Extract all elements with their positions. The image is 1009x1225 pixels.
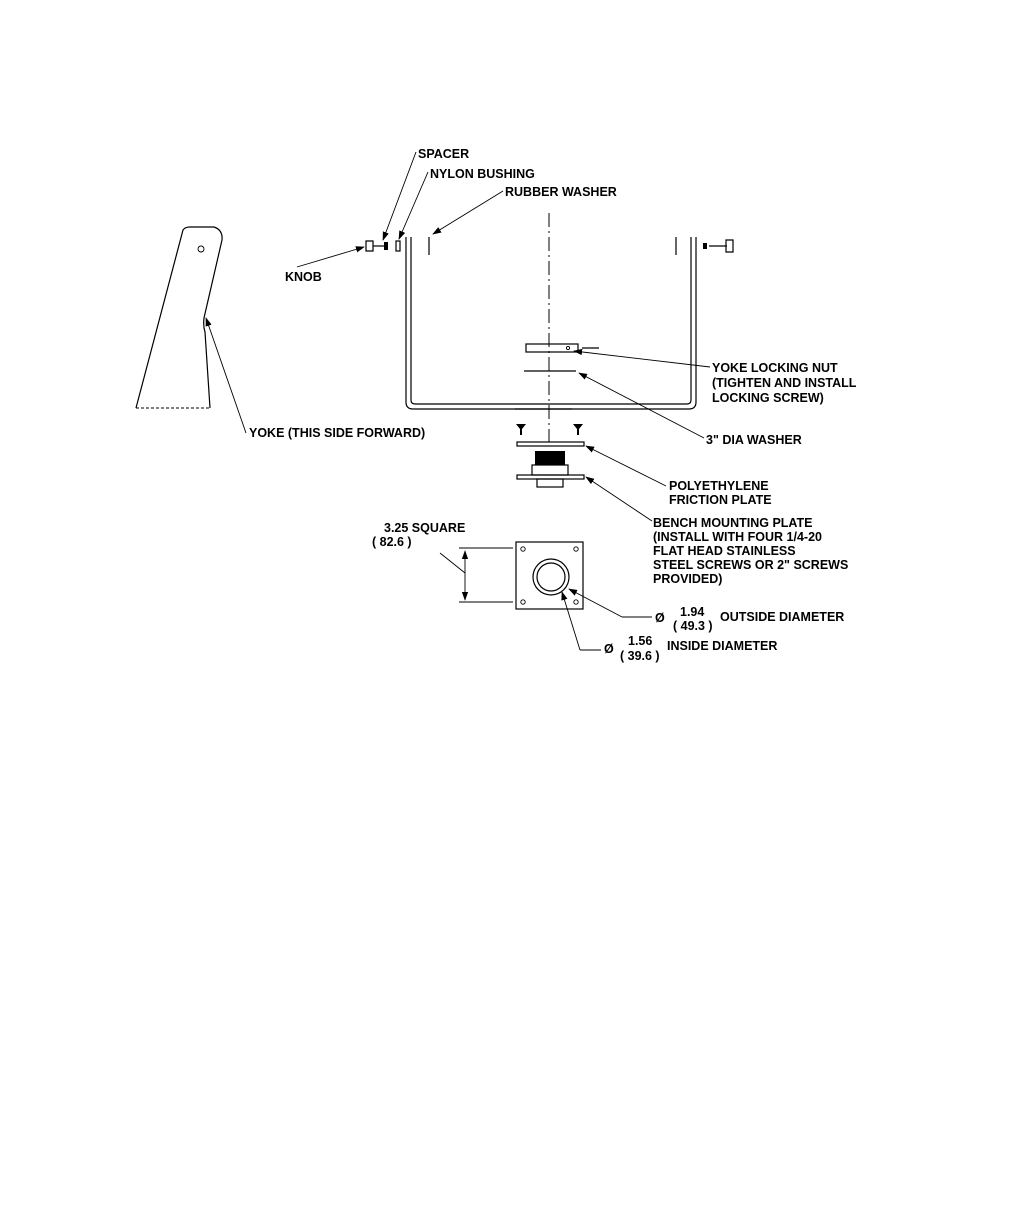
flat-head-screw-left <box>516 424 526 435</box>
nylon-bushing-leader <box>398 171 429 240</box>
square-dimension-leader <box>439 552 466 574</box>
outside-dia-label: OUTSIDE DIAMETER <box>720 610 844 624</box>
threaded-hub <box>531 451 569 488</box>
inside-dia-value: 1.56 <box>628 634 652 648</box>
spacer-leader <box>382 151 417 241</box>
spacer-label: SPACER <box>418 147 469 161</box>
knob-right <box>703 239 734 253</box>
bench-plate-leader <box>585 476 653 522</box>
bench-mounting-plate <box>516 474 585 480</box>
inside-dia-label: INSIDE DIAMETER <box>667 639 777 653</box>
inside-dia-symbol: Ø <box>604 642 614 656</box>
plate-top-view <box>515 541 584 610</box>
knob-left <box>365 240 386 252</box>
square-dim-label: 3.25 SQUARE <box>384 521 465 535</box>
friction-plate <box>516 441 585 447</box>
square-dim-metric: ( 82.6 ) <box>372 535 412 549</box>
yoke-locking-nut <box>525 343 599 353</box>
outside-dia-symbol: Ø <box>655 611 665 625</box>
yoke-locking-nut-leader <box>573 348 711 368</box>
spacer-left <box>384 242 388 250</box>
inside-dia-metric: ( 39.6 ) <box>620 649 660 663</box>
knob-label: KNOB <box>285 270 322 284</box>
yoke-bracket <box>405 237 697 410</box>
nylon-bushing-label: NYLON BUSHING <box>430 167 535 181</box>
knob-leader <box>296 246 365 268</box>
yoke-label: YOKE (THIS SIDE FORWARD) <box>249 426 425 440</box>
outside-dia-value: 1.94 <box>680 605 704 619</box>
flat-head-screw-right <box>573 424 583 435</box>
yoke-part <box>135 226 223 409</box>
friction-plate-label: POLYETHYLENE FRICTION PLATE <box>669 479 772 507</box>
bench-plate-label: BENCH MOUNTING PLATE (INSTALL WITH FOUR … <box>653 516 852 586</box>
friction-plate-leader <box>585 445 667 487</box>
inside-diameter-leader-2 <box>561 591 581 651</box>
yoke-leader <box>205 317 247 434</box>
dia-washer-label: 3" DIA WASHER <box>706 433 802 447</box>
outside-dia-metric: ( 49.3 ) <box>673 619 713 633</box>
rubber-washer-label: RUBBER WASHER <box>505 185 617 199</box>
rubber-washer-leader <box>432 190 504 235</box>
outside-diameter-leader-2 <box>568 588 623 618</box>
yoke-locking-nut-label: YOKE LOCKING NUT (TIGHTEN AND INSTALL LO… <box>712 361 860 405</box>
nylon-bushing-left <box>395 240 401 252</box>
dia-washer-leader <box>578 372 705 439</box>
